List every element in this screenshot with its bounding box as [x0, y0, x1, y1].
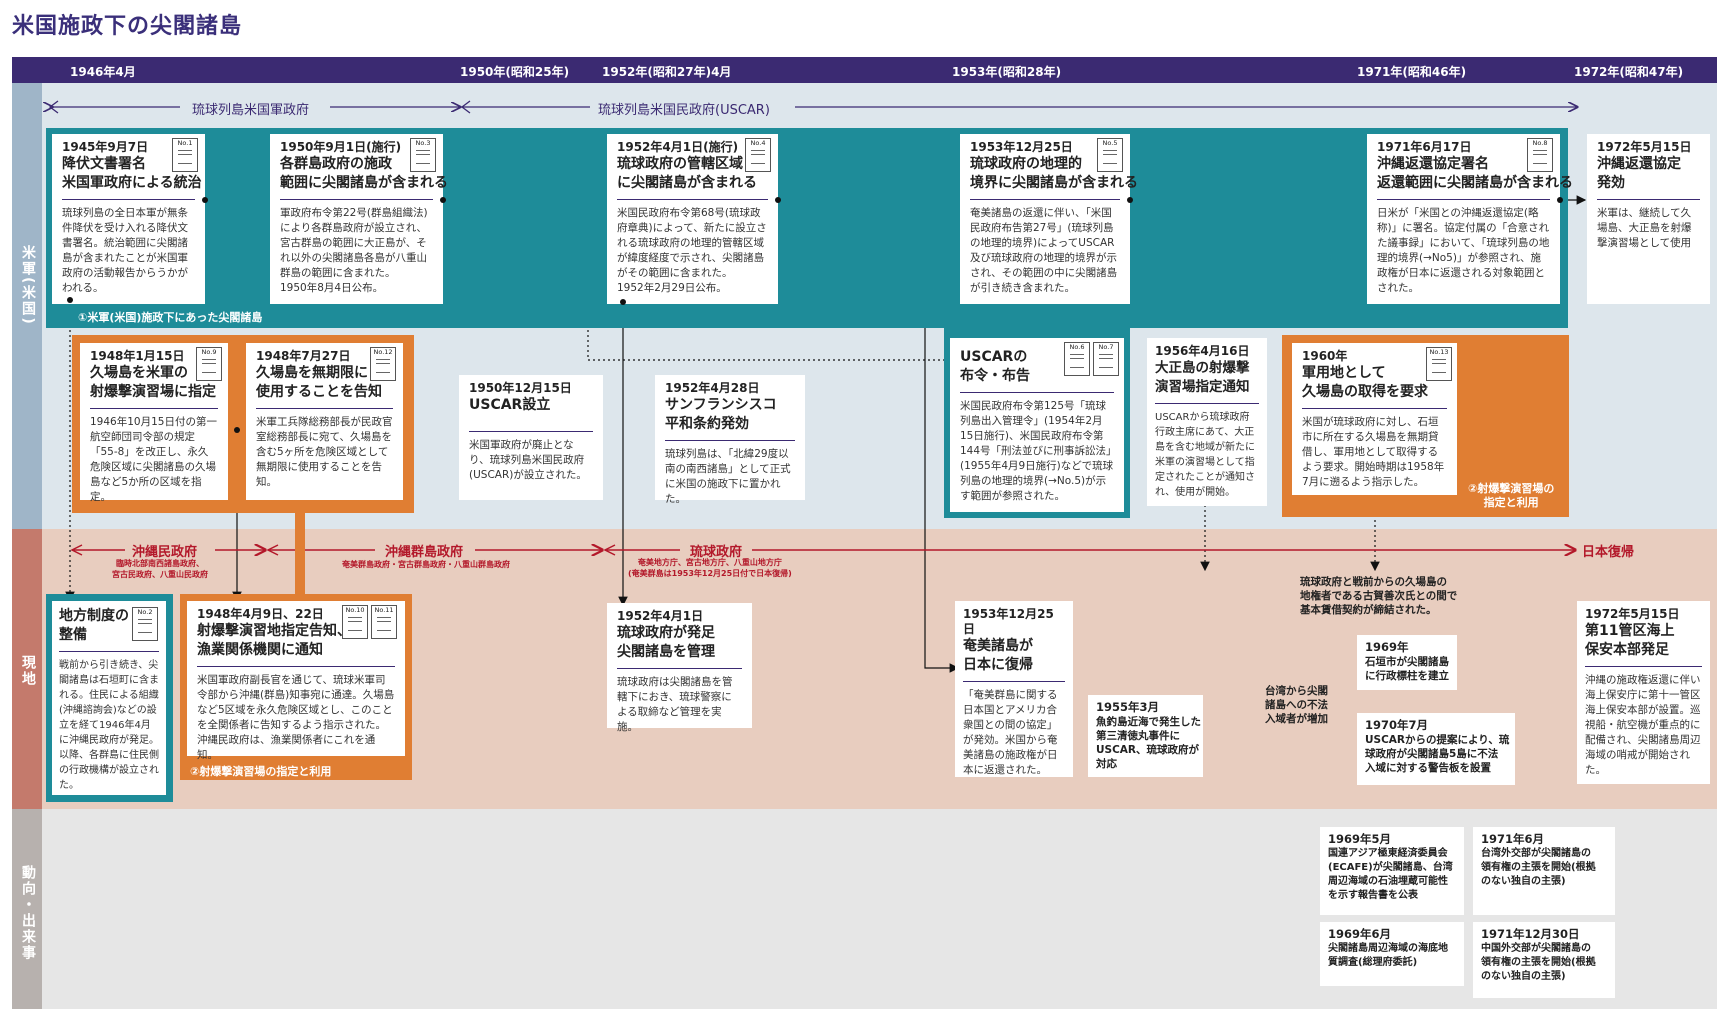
year-label: 1952年(昭和27年)4月: [602, 65, 732, 79]
lease-note: 琉球政府と戦前からの久場島の 地権者である古賀善次氏との間で 基本賃借契約が締結…: [1300, 576, 1458, 616]
year-label: 1953年(昭和28年): [952, 65, 1062, 79]
connector-dot: [1127, 197, 1133, 203]
event-card-1945: 1945年9月7日 降伏文書署名 米国軍政府による統治 琉球列島の全日本軍が無条…: [52, 134, 205, 304]
row-label-trends: 動向・出来事: [20, 865, 36, 961]
connector-dot: [440, 197, 446, 203]
year-label: 1972年(昭和47年): [1574, 65, 1684, 79]
gov-local-sub: 奄美地方庁、宮古地方庁、八重山地方庁 (奄美群島は1953年12月25日付で日本…: [628, 558, 792, 578]
document-icon: No.2: [132, 607, 158, 641]
connector-dot: [775, 197, 781, 203]
gov-us-label: 琉球列島米国軍政府: [192, 103, 310, 118]
event-card-1952-apr28: 1952年4月28日 サンフランシスコ 平和条約発効 琉球列島は、「北緯29度以…: [655, 375, 805, 505]
trend-note-1969-jun: 1969年6月 尖閣諸島周辺海域の海底地 質調査(総理府委託): [1320, 922, 1464, 986]
document-icon: No.3: [410, 138, 436, 172]
document-icon: No.6: [1064, 342, 1090, 376]
connector-dot: [1557, 197, 1563, 203]
event-card-1953: 1953年12月25日 琉球政府の地理的 境界に尖閣諸島が含まれる 奄美諸島の返…: [960, 134, 1138, 304]
trend-note-1969-may: 1969年5月 国連アジア極東経済委員会 (ECAFE)が尖閣諸島、台湾 周辺海…: [1320, 827, 1464, 915]
year-bar: 1946年4月 1950年(昭和25年) 1952年(昭和27年)4月 1953…: [12, 57, 1717, 83]
band-label-2b: ②射爆撃演習場の 指定と利用: [1468, 482, 1555, 509]
event-card-1948-jul: 1948年7月27日 久場島を無期限に 使用することを告知 米軍工兵隊総務部長が…: [246, 343, 403, 500]
document-icon: No.13: [1426, 347, 1452, 381]
row-label-local: 現地: [20, 655, 36, 687]
document-icon: No.5: [1097, 138, 1123, 172]
dotted-arrow: [587, 200, 957, 365]
year-label: 1971年(昭和46年): [1357, 65, 1467, 79]
flow-arrow: [924, 200, 960, 673]
document-icon: No.12: [370, 347, 396, 381]
band-label-2a: ②射爆撃演習場の指定と利用: [190, 765, 332, 778]
page-title: 米国施政下の尖閣諸島: [12, 14, 243, 39]
trend-note-1971-dec: 1971年12月30日 中国外交部が尖閣諸島の 領有権の主張を開始(根拠 のない…: [1473, 922, 1615, 998]
document-icon: No.9: [196, 347, 222, 381]
document-icon: No.7: [1093, 342, 1119, 376]
gov-local-label: 沖縄民政府: [132, 545, 198, 560]
event-card-1956: 1956年4月16日 大正島の射爆撃 演習場指定通知 USCARから琉球政府行政…: [1147, 338, 1267, 506]
gov-local-label: 沖縄群島政府: [385, 545, 464, 560]
event-card-amami: 1953年12月25日 奄美諸島が 日本に復帰 「奄美群島に関する日本国とアメリ…: [955, 601, 1073, 777]
event-card-uscar-ordinances: USCARの 布令・布告 米国民政府布令第125号「琉球列島出入管理令」(195…: [950, 338, 1124, 512]
gov-local-label: 琉球政府: [690, 545, 743, 560]
row-label-us-bg: [12, 83, 42, 529]
event-note-1970: 1970年7月 USCARからの提案により、琉 球政府が尖閣諸島5島に不法 入域…: [1357, 713, 1515, 785]
connector-dot: [202, 197, 208, 203]
document-icon: No.4: [745, 138, 771, 172]
gov-local-sub: 奄美群島政府・宮古群島政府・八重山群島政府: [342, 560, 510, 569]
year-label: 1950年(昭和25年): [460, 65, 570, 79]
gov-us-label: 琉球列島米国民政府(USCAR): [598, 103, 770, 118]
event-note-1955: 1955年3月 魚釣島近海で発生した 第三清徳丸事件に USCAR、琉球政府が …: [1088, 695, 1203, 777]
event-card-uscar-established: 1950年12月15日 USCAR設立 米国軍政府が廃止となり、琉球列島米国民政…: [459, 375, 603, 500]
event-card-coast-guard: 1972年5月15日 第11管区海上 保安本部発足 沖縄の施政権返還に伴い海上保…: [1577, 601, 1710, 784]
event-card-1950: 1950年9月1日(施行) 各群島政府の施政 範囲に尖閣諸島が含まれる 軍政府布…: [270, 134, 448, 304]
trend-note-1971-jun: 1971年6月 台湾外交部が尖閣諸島の 領有権の主張を開始(根拠 のない独自の主…: [1473, 827, 1615, 915]
connector-dot: [620, 299, 626, 305]
event-card-local-system: 地方制度の 整備 戦前から引き続き、尖閣諸島は石垣町に含まれる。住民による組織(…: [52, 601, 166, 795]
event-card-1948-jan: 1948年1月15日 久場島を米軍の 射爆撃演習場に指定 1946年10月15日…: [80, 343, 228, 503]
connector-dot: [67, 297, 73, 303]
document-icon: No.11: [371, 605, 397, 639]
event-card-1960: 1960年 軍用地として 久場島の取得を要求 米国が琉球政府に対し、石垣市に所在…: [1292, 343, 1457, 495]
document-icon: No.8: [1527, 138, 1553, 172]
event-card-1948-apr: 1948年4月9日、22日 射爆撃演習地指定告知、 漁業関係機関に通知 米国軍政…: [187, 601, 405, 761]
event-card-1952-apr1: 1952年4月1日(施行) 琉球政府の管轄区域 に尖閣諸島が含まれる 米国民政府…: [607, 134, 778, 304]
event-card-1972-us: 1972年5月15日 沖縄返還協定 発効 米軍は、継続して久場島、大正島を射爆撃…: [1587, 134, 1710, 304]
band-label-1: ①米軍(米国)施政下にあった尖閣諸島: [78, 311, 263, 324]
year-label: 1946年4月: [70, 65, 136, 79]
row-label-trends-bg: [12, 809, 42, 1009]
event-card-1971: 1971年6月17日 沖縄返還協定署名 返還範囲に尖閣諸島が含まれる 日米が「米…: [1367, 134, 1573, 304]
document-icon: No.10: [342, 605, 368, 639]
connector-dot: [234, 427, 240, 433]
gov-local-sub: 臨時北部南西諸島政府、 宮古民政府、八重山民政府: [112, 559, 208, 579]
orange-connector: [295, 513, 305, 594]
illegal-entry-note: 台湾から尖閣 諸島への不法 入域者が増加: [1265, 685, 1328, 725]
row-label-us: 米軍(米国): [20, 245, 36, 326]
row-label-local-bg: [12, 529, 42, 809]
gov-local-label: 日本復帰: [1582, 545, 1635, 560]
document-icon: No.1: [172, 138, 198, 172]
event-note-1969: 1969年 石垣市が尖閣諸島 に行政標柱を建立: [1357, 635, 1457, 690]
event-card-ryukyu-gov: 1952年4月1日 琉球政府が発足 尖閣諸島を管理 琉球政府は尖閣諸島を管轄下に…: [607, 603, 752, 733]
